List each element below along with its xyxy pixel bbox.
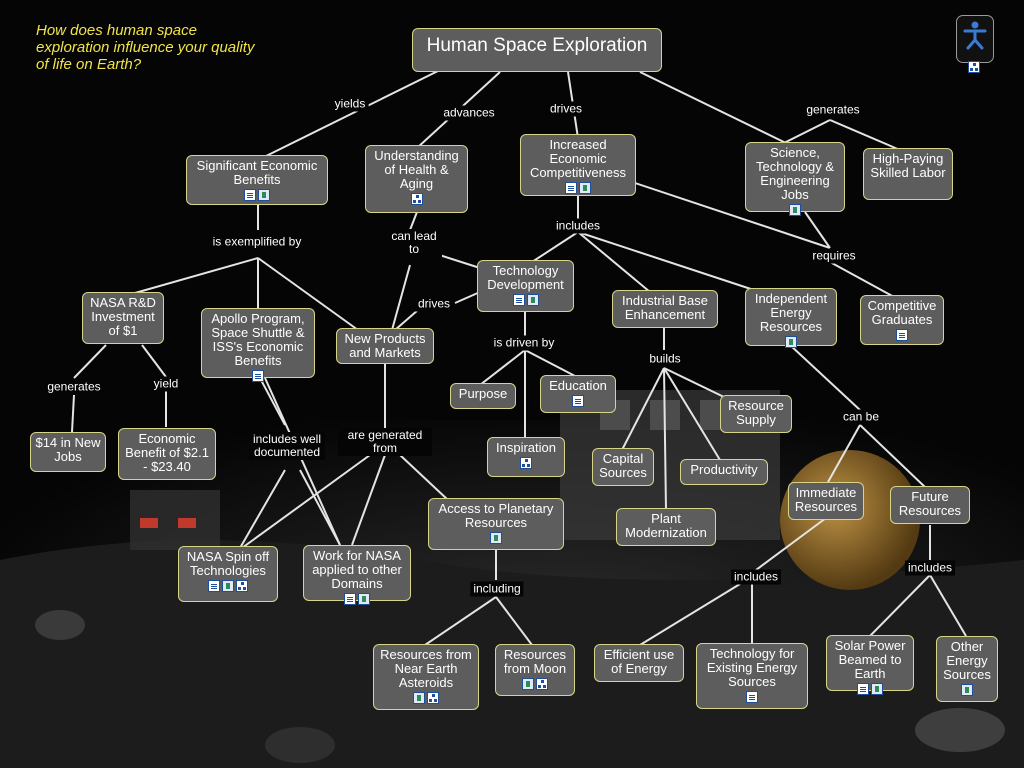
node-technology-development[interactable]: Technology Development xyxy=(477,260,574,312)
link-label-yields: yields xyxy=(331,96,369,112)
node-independent-energy-resources[interactable]: Independent Energy Resources xyxy=(745,288,837,348)
link-label-includes-future: includes xyxy=(904,560,956,576)
node-competitive-graduates[interactable]: Competitive Graduates xyxy=(860,295,944,345)
document-icon[interactable] xyxy=(512,294,525,306)
node-inspiration[interactable]: Inspiration xyxy=(487,437,565,477)
filmstrip-icon[interactable] xyxy=(222,580,234,592)
node-solar-power-beamed[interactable]: Solar Power Beamed to Earth xyxy=(826,635,914,695)
filmstrip-icon[interactable] xyxy=(785,336,797,348)
link-label-generates: generates xyxy=(803,102,863,118)
node-resources-from-moon[interactable]: Resources from Moon xyxy=(495,644,575,696)
filmstrip-icon[interactable] xyxy=(789,204,801,216)
link-label-can-lead-to: can lead to xyxy=(386,229,442,257)
node-increased-economic-competitiveness[interactable]: Increased Economic Competitiveness xyxy=(520,134,636,196)
filmstrip-icon[interactable] xyxy=(358,593,370,605)
document-icon[interactable] xyxy=(746,691,758,703)
concept-map-icon[interactable] xyxy=(427,692,439,704)
link-label-can-be: can be xyxy=(839,409,883,425)
document-icon[interactable] xyxy=(896,329,908,341)
node-resources-near-earth-asteroids[interactable]: Resources from Near Earth Asteroids xyxy=(373,644,479,710)
document-icon[interactable] xyxy=(344,593,356,605)
link-label-advances: advances xyxy=(440,105,498,121)
link-label-drives: drives xyxy=(546,101,586,117)
node-education[interactable]: Education xyxy=(540,375,616,413)
filmstrip-icon[interactable] xyxy=(961,684,973,696)
node-resource-supply[interactable]: Resource Supply xyxy=(720,395,792,433)
filmstrip-icon[interactable] xyxy=(522,678,534,690)
link-label-exemplified-by: is exemplified by xyxy=(206,234,308,250)
node-capital-sources[interactable]: Capital Sources xyxy=(592,448,654,486)
link-label-generates-left: generates xyxy=(44,379,104,395)
link-label-are-generated-from: are generated from xyxy=(338,428,432,456)
node-apollo-shuttle-iss-benefits[interactable]: Apollo Program, Space Shuttle & ISS's Ec… xyxy=(201,308,315,382)
node-work-for-nasa-other-domains[interactable]: Work for NASA applied to other Domains xyxy=(303,545,411,605)
node-access-planetary-resources[interactable]: Access to Planetary Resources xyxy=(428,498,564,550)
link-label-yield: yield xyxy=(150,376,182,392)
concept-map-icon[interactable] xyxy=(236,580,248,592)
link-label-including: including xyxy=(470,581,524,597)
node-plant-modernization[interactable]: Plant Modernization xyxy=(616,508,716,546)
filmstrip-icon[interactable] xyxy=(526,294,539,306)
link-label-drives-mid: drives xyxy=(414,296,454,312)
node-high-paying-skilled-labor[interactable]: High-Paying Skilled Labor xyxy=(863,148,953,200)
node-nasa-rd-investment[interactable]: NASA R&D Investment of $1 xyxy=(82,292,164,344)
person-menu-button[interactable] xyxy=(956,15,994,63)
node-purpose[interactable]: Purpose xyxy=(450,383,516,409)
document-icon[interactable] xyxy=(244,189,256,201)
link-label-includes-immediate: includes xyxy=(730,569,782,585)
focus-question: How does human space exploration influen… xyxy=(36,22,255,73)
node-efficient-use-of-energy[interactable]: Efficient use of Energy xyxy=(594,644,684,682)
concept-map-icon[interactable] xyxy=(520,457,532,469)
node-other-energy-sources[interactable]: Other Energy Sources xyxy=(936,636,998,702)
node-understanding-health-aging[interactable]: Understanding of Health & Aging xyxy=(365,145,468,213)
node-significant-economic-benefits[interactable]: Significant Economic Benefits xyxy=(186,155,328,205)
document-icon[interactable] xyxy=(857,683,869,695)
document-icon[interactable] xyxy=(208,580,220,592)
concept-map-icon[interactable] xyxy=(536,678,548,690)
node-productivity[interactable]: Productivity xyxy=(680,459,768,485)
node-industrial-base-enhancement[interactable]: Industrial Base Enhancement xyxy=(612,290,718,328)
node-technology-existing-energy[interactable]: Technology for Existing Energy Sources xyxy=(696,643,808,709)
node-human-space-exploration[interactable]: Human Space Exploration xyxy=(412,28,662,72)
node-future-resources[interactable]: Future Resources xyxy=(890,486,970,524)
document-icon[interactable] xyxy=(565,182,577,194)
link-label-includes-well-documented: includes well documented xyxy=(249,432,325,460)
filmstrip-icon[interactable] xyxy=(258,189,270,201)
node-new-products-markets[interactable]: New Products and Markets xyxy=(336,328,434,364)
node-immediate-resources[interactable]: Immediate Resources xyxy=(788,482,864,520)
node-stem-jobs[interactable]: Science, Technology & Engineering Jobs xyxy=(745,142,845,216)
link-label-requires: requires xyxy=(809,248,859,264)
link-label-includes: includes xyxy=(552,218,604,234)
filmstrip-icon[interactable] xyxy=(871,683,883,695)
filmstrip-icon[interactable] xyxy=(490,532,502,544)
person-icon xyxy=(963,21,987,50)
link-label-builds: builds xyxy=(646,351,684,367)
concept-map-icon[interactable] xyxy=(968,61,980,73)
node-nasa-spinoff-technologies[interactable]: NASA Spin off Technologies xyxy=(178,546,278,602)
document-icon[interactable] xyxy=(252,370,264,382)
link-label-is-driven-by: is driven by xyxy=(490,335,558,351)
node-economic-benefit-value[interactable]: Economic Benefit of $2.1 - $23.40 xyxy=(118,428,216,480)
filmstrip-icon[interactable] xyxy=(413,692,425,704)
node-14-new-jobs[interactable]: $14 in New Jobs xyxy=(30,432,106,472)
concept-map-icon[interactable] xyxy=(410,193,423,205)
document-icon[interactable] xyxy=(572,395,584,407)
filmstrip-icon[interactable] xyxy=(579,182,591,194)
